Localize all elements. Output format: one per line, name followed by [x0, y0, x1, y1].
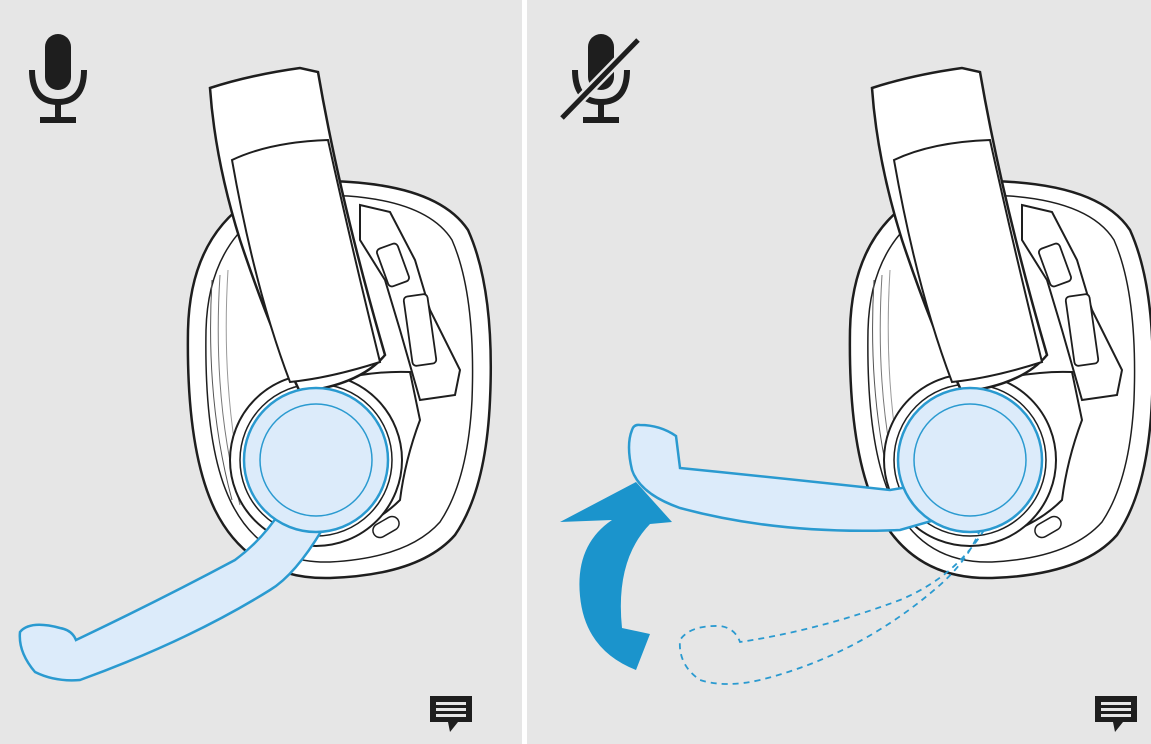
chat-note-icon[interactable] [428, 694, 474, 734]
chat-note-icon[interactable] [1093, 694, 1139, 734]
boom-microphone-up[interactable] [627, 386, 1044, 534]
microphone-muted-icon [558, 34, 642, 123]
curved-up-arrow-icon [560, 482, 672, 670]
headset-headband [208, 66, 387, 394]
microphone-icon [29, 34, 87, 123]
boom-microphone-down [18, 386, 390, 682]
boom-previous-position [678, 519, 991, 685]
headset-headband [870, 66, 1049, 394]
